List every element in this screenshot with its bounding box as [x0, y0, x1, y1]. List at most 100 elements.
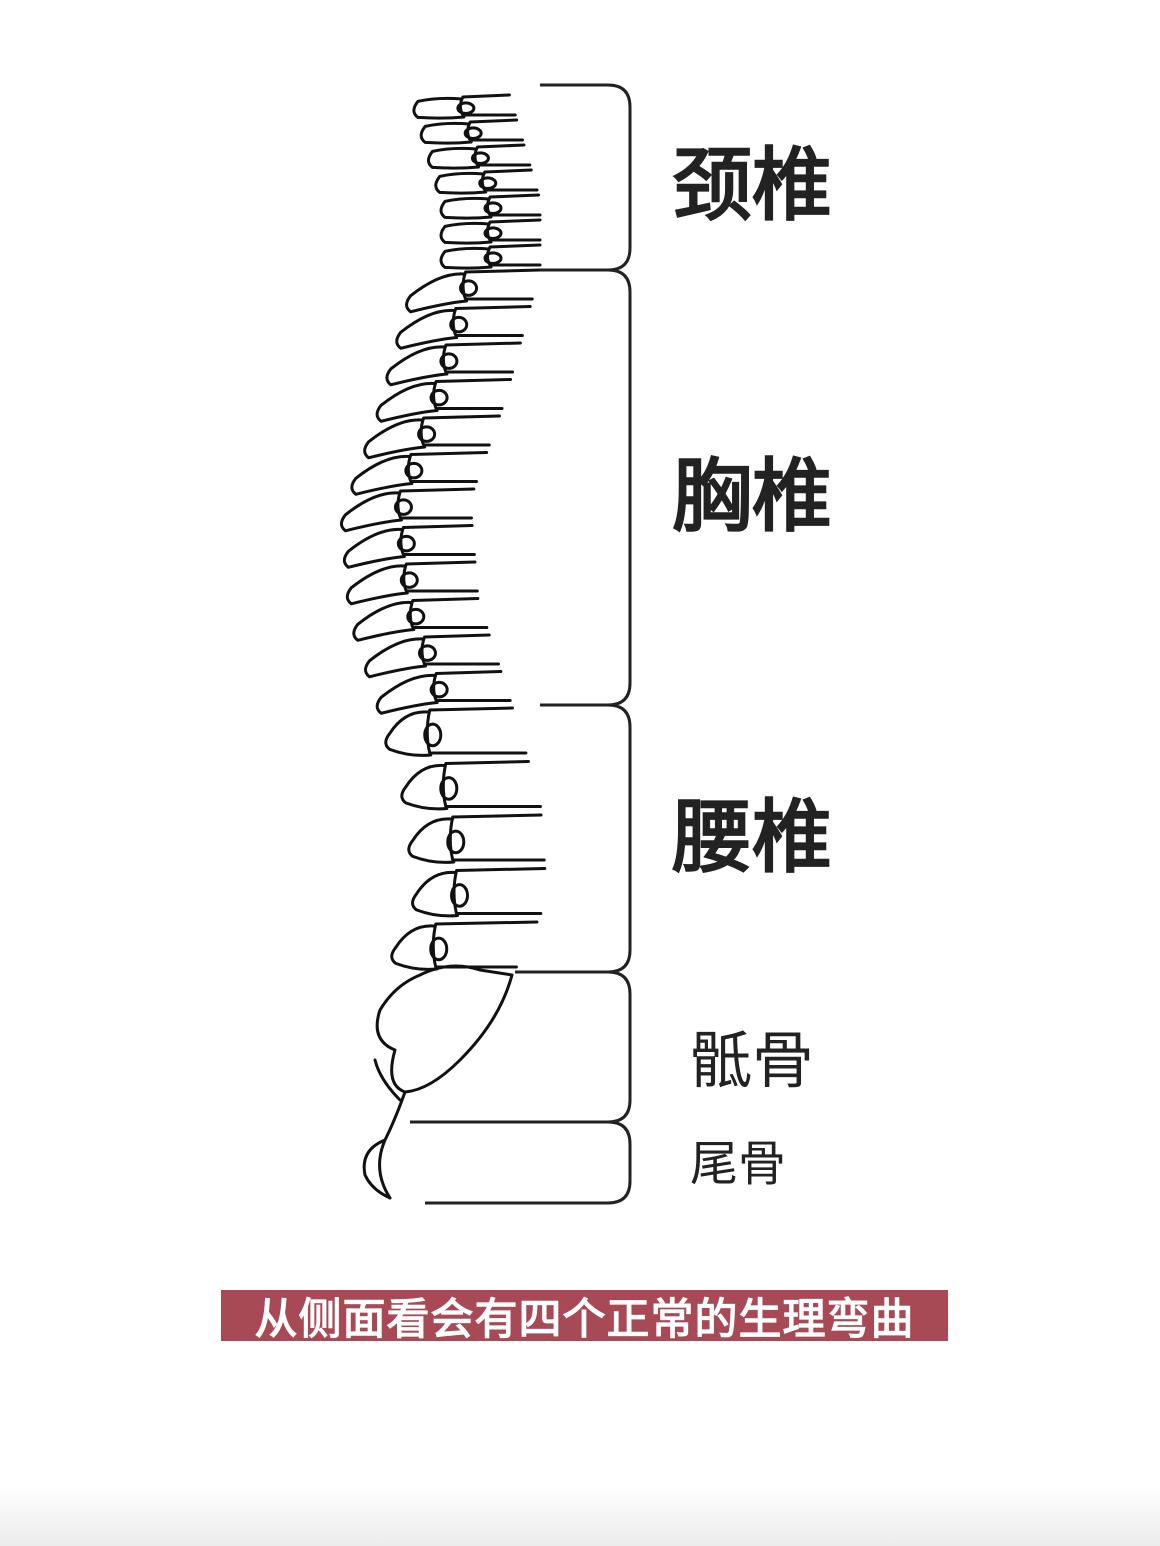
vertebra — [400, 760, 542, 811]
vertebra — [405, 268, 542, 314]
vertebral-body — [420, 633, 500, 666]
vertebra — [384, 706, 528, 757]
vertebra — [375, 378, 513, 423]
facet-joint — [470, 151, 490, 165]
vertebra — [363, 633, 500, 679]
facet-joint — [459, 279, 479, 297]
vertebral-body — [441, 760, 542, 808]
spinous-process — [405, 272, 469, 314]
facet-joint — [396, 534, 416, 553]
facet-joint — [429, 936, 449, 962]
spinous-process — [352, 600, 416, 642]
vertebra — [439, 243, 542, 270]
bracket-3 — [515, 970, 632, 1124]
vertebral-body — [406, 451, 489, 483]
vertebra — [339, 487, 476, 533]
facet-joint — [429, 680, 449, 699]
bracket-1 — [545, 268, 632, 707]
spinous-process — [363, 418, 427, 460]
facet-joint — [449, 315, 469, 334]
vertebral-body — [486, 218, 542, 242]
spinous-process — [439, 246, 493, 270]
vertebra — [412, 93, 517, 120]
vertebral-body — [461, 268, 542, 301]
vertebral-body — [486, 243, 542, 267]
spinous-process — [385, 345, 449, 387]
spinous-process — [439, 221, 493, 245]
spinous-process — [411, 870, 460, 918]
vertebra — [411, 867, 547, 918]
vertebral-body — [480, 168, 539, 192]
spinous-process — [426, 146, 480, 170]
spinous-process — [350, 454, 414, 496]
bottom-fade — [0, 1486, 1160, 1546]
sacrum — [375, 964, 514, 1094]
vertebra — [352, 597, 489, 642]
facet-joint — [399, 571, 419, 589]
vertebral-body — [419, 414, 501, 447]
vertebral-body — [486, 193, 542, 217]
vertebra — [363, 414, 501, 460]
spine-illustration — [339, 93, 547, 1200]
vertebral-body — [452, 867, 547, 915]
facet-joint — [439, 776, 459, 801]
label-sacrum: 骶骨 — [690, 1024, 815, 1097]
facet-joint — [404, 461, 424, 480]
facet-joint — [429, 388, 449, 407]
vertebral-body — [402, 560, 479, 593]
spinous-process — [434, 171, 488, 195]
bracket-4 — [410, 1120, 632, 1205]
vertebra — [395, 305, 532, 350]
facet-joint — [406, 607, 426, 626]
vertebra — [342, 524, 476, 569]
label-coccyx: 尾骨 — [690, 1136, 787, 1192]
vertebral-body — [431, 920, 539, 969]
facet-joint — [446, 829, 466, 855]
vertebral-body — [425, 706, 528, 755]
vertebral-body — [473, 143, 532, 167]
vertebra — [345, 560, 479, 606]
spinous-process — [395, 308, 459, 350]
vertebra — [426, 143, 532, 170]
spinous-process — [407, 817, 456, 864]
vertebral-body — [396, 487, 476, 520]
bracket-0 — [540, 83, 632, 272]
spinous-process — [412, 96, 466, 120]
facet-joint — [423, 722, 443, 748]
spinous-process — [375, 673, 439, 715]
coccyx — [362, 1058, 407, 1200]
vertebral-body — [408, 597, 489, 629]
spinous-process — [439, 196, 493, 220]
label-cervical: 颈椎 — [672, 139, 832, 232]
region-brackets — [410, 83, 632, 1205]
bracket-2 — [540, 703, 632, 974]
spinous-process — [400, 763, 449, 811]
vertebral-body — [451, 305, 532, 337]
vertebra — [434, 168, 539, 195]
facet-joint — [417, 644, 437, 662]
facet-joint — [439, 352, 459, 370]
vertebral-body — [432, 378, 513, 410]
vertebra — [439, 218, 542, 245]
vertebral-body — [458, 93, 517, 117]
spinous-process — [419, 121, 473, 145]
facet-joint — [393, 498, 413, 516]
vertebral-body — [432, 670, 512, 702]
spinous-process — [390, 924, 439, 971]
caption: 从侧面看会有四个正常的生理弯曲 — [221, 1290, 948, 1345]
vertebra — [407, 813, 546, 864]
facet-joint — [463, 126, 483, 140]
facet-joint — [483, 201, 503, 215]
spinous-process — [342, 527, 406, 569]
vertebra — [375, 670, 512, 715]
facet-joint — [417, 425, 437, 443]
spinous-process — [363, 637, 427, 679]
spinous-process — [384, 710, 433, 757]
facet-joint — [483, 226, 503, 240]
vertebral-body — [466, 118, 524, 142]
facet-joint — [478, 176, 498, 190]
spinous-process — [345, 564, 409, 606]
vertebral-body — [448, 813, 546, 862]
vertebral-body — [399, 524, 476, 556]
